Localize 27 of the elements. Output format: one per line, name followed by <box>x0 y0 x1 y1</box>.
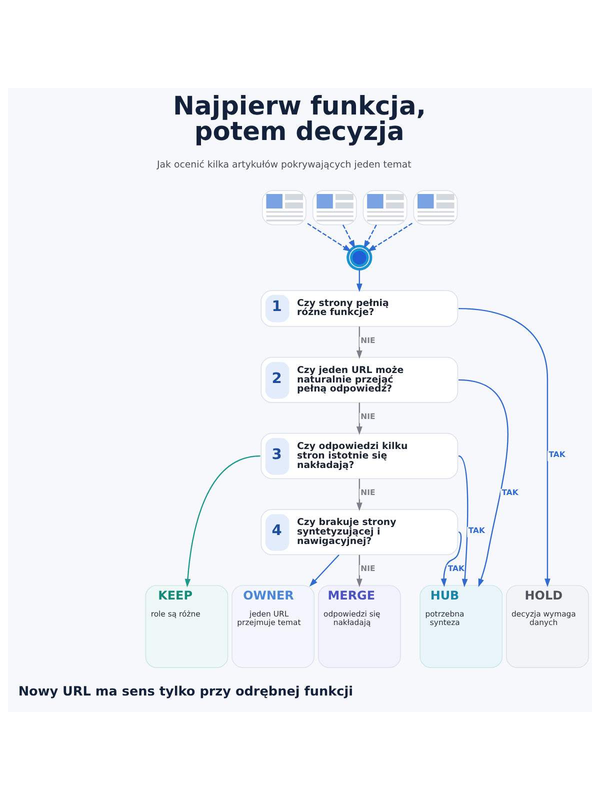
arrow <box>440 532 462 587</box>
edge-label: TAK <box>502 488 518 498</box>
arrow <box>356 478 362 512</box>
edge-label: NIE <box>360 336 376 345</box>
arrow <box>184 455 260 588</box>
arrow <box>342 224 356 249</box>
arrow <box>458 379 508 588</box>
arrow <box>356 269 362 292</box>
label: Jak ocenić kilka artykułów pokrywających jeden temat <box>157 159 412 170</box>
caption: Nowy URL ma sens tylko przy odrębnej funkcji <box>18 684 353 700</box>
arrow <box>368 222 413 252</box>
diagram-title: Najpierw funkcja, potem decyzja <box>173 92 426 148</box>
arrow <box>458 455 468 588</box>
arrow <box>364 224 377 249</box>
edge-label: NIE <box>360 412 376 421</box>
arrow <box>458 308 550 588</box>
edge-label: TAK <box>468 526 485 536</box>
edge-label: NIE <box>360 488 376 498</box>
arrow <box>356 554 362 588</box>
edge-label: NIE <box>360 564 376 574</box>
edge-label: TAK <box>548 450 566 460</box>
edge-label: TAK <box>448 564 464 574</box>
arrow <box>309 554 340 587</box>
node-circle <box>346 244 372 270</box>
arrow <box>356 402 362 435</box>
arrow <box>356 326 362 359</box>
arrow <box>307 223 352 252</box>
